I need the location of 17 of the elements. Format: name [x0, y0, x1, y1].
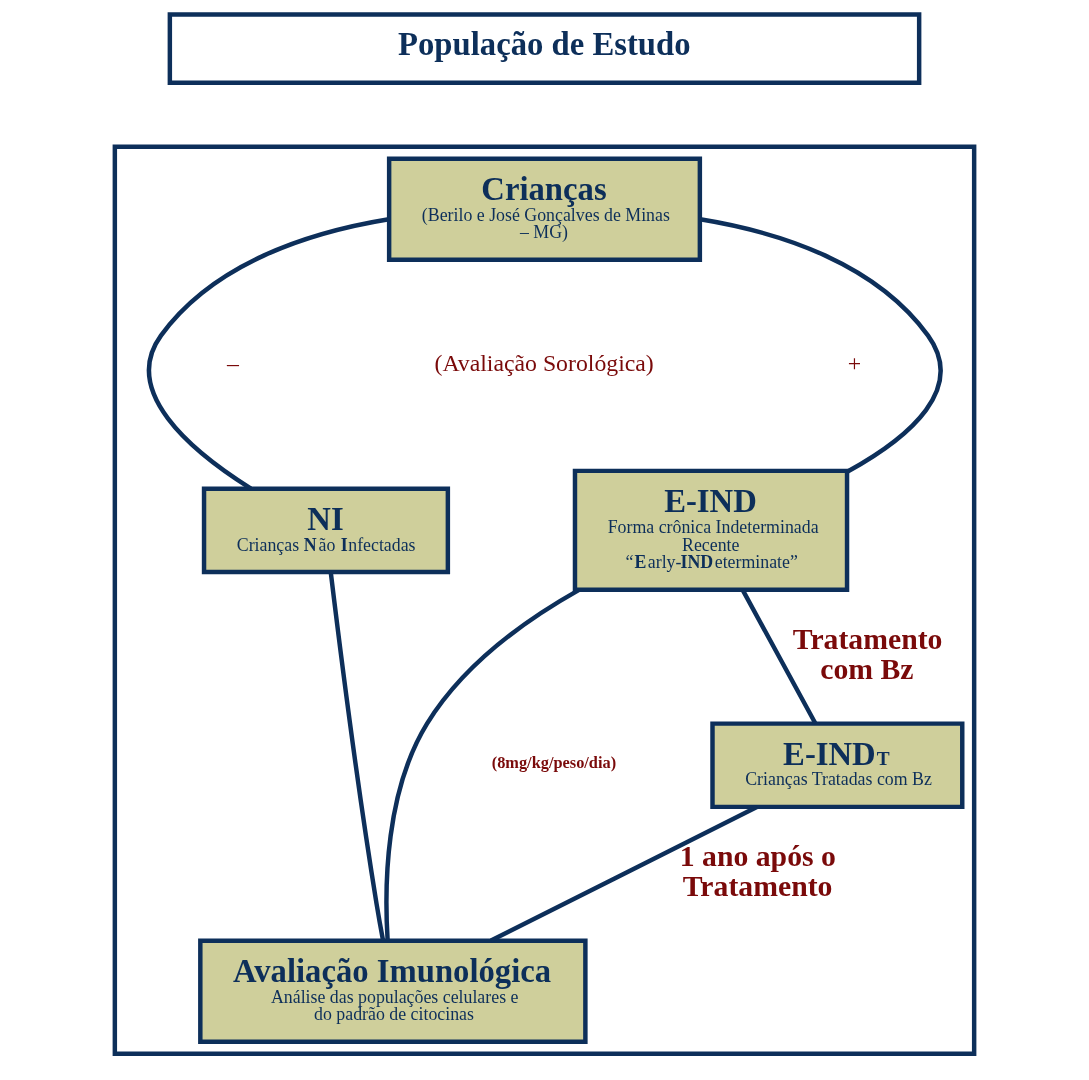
label: (Avaliação Sorológica) [434, 349, 654, 376]
connector [328, 571, 386, 941]
node-box: Avaliação Imunológica Análise das populações celulares e do padrão de citocinas [198, 938, 588, 1044]
node-box: E-INDT Crianças Tratadas com Bz [710, 721, 965, 810]
node-box: NI Crianças Não Infectadas [201, 486, 451, 575]
connector [699, 217, 943, 474]
connector [740, 589, 818, 725]
label: + [847, 349, 862, 376]
node-box: E-IND Forma crônica Indeterminada Recente “Early-INDeterminate” [572, 468, 850, 593]
edge-label: Tratamento com Bz [792, 623, 943, 686]
node-box: População de Estudo [167, 12, 922, 86]
connector [384, 588, 580, 941]
label: (8mg/kg/peso/dia) [491, 752, 617, 772]
edge-label: 1 ano após o Tratamento [679, 840, 836, 903]
label: – [227, 349, 239, 376]
cluster [112, 144, 977, 1056]
node-box: Crianças (Berilo e José Gonçalves de Minas – MG) [386, 156, 703, 262]
